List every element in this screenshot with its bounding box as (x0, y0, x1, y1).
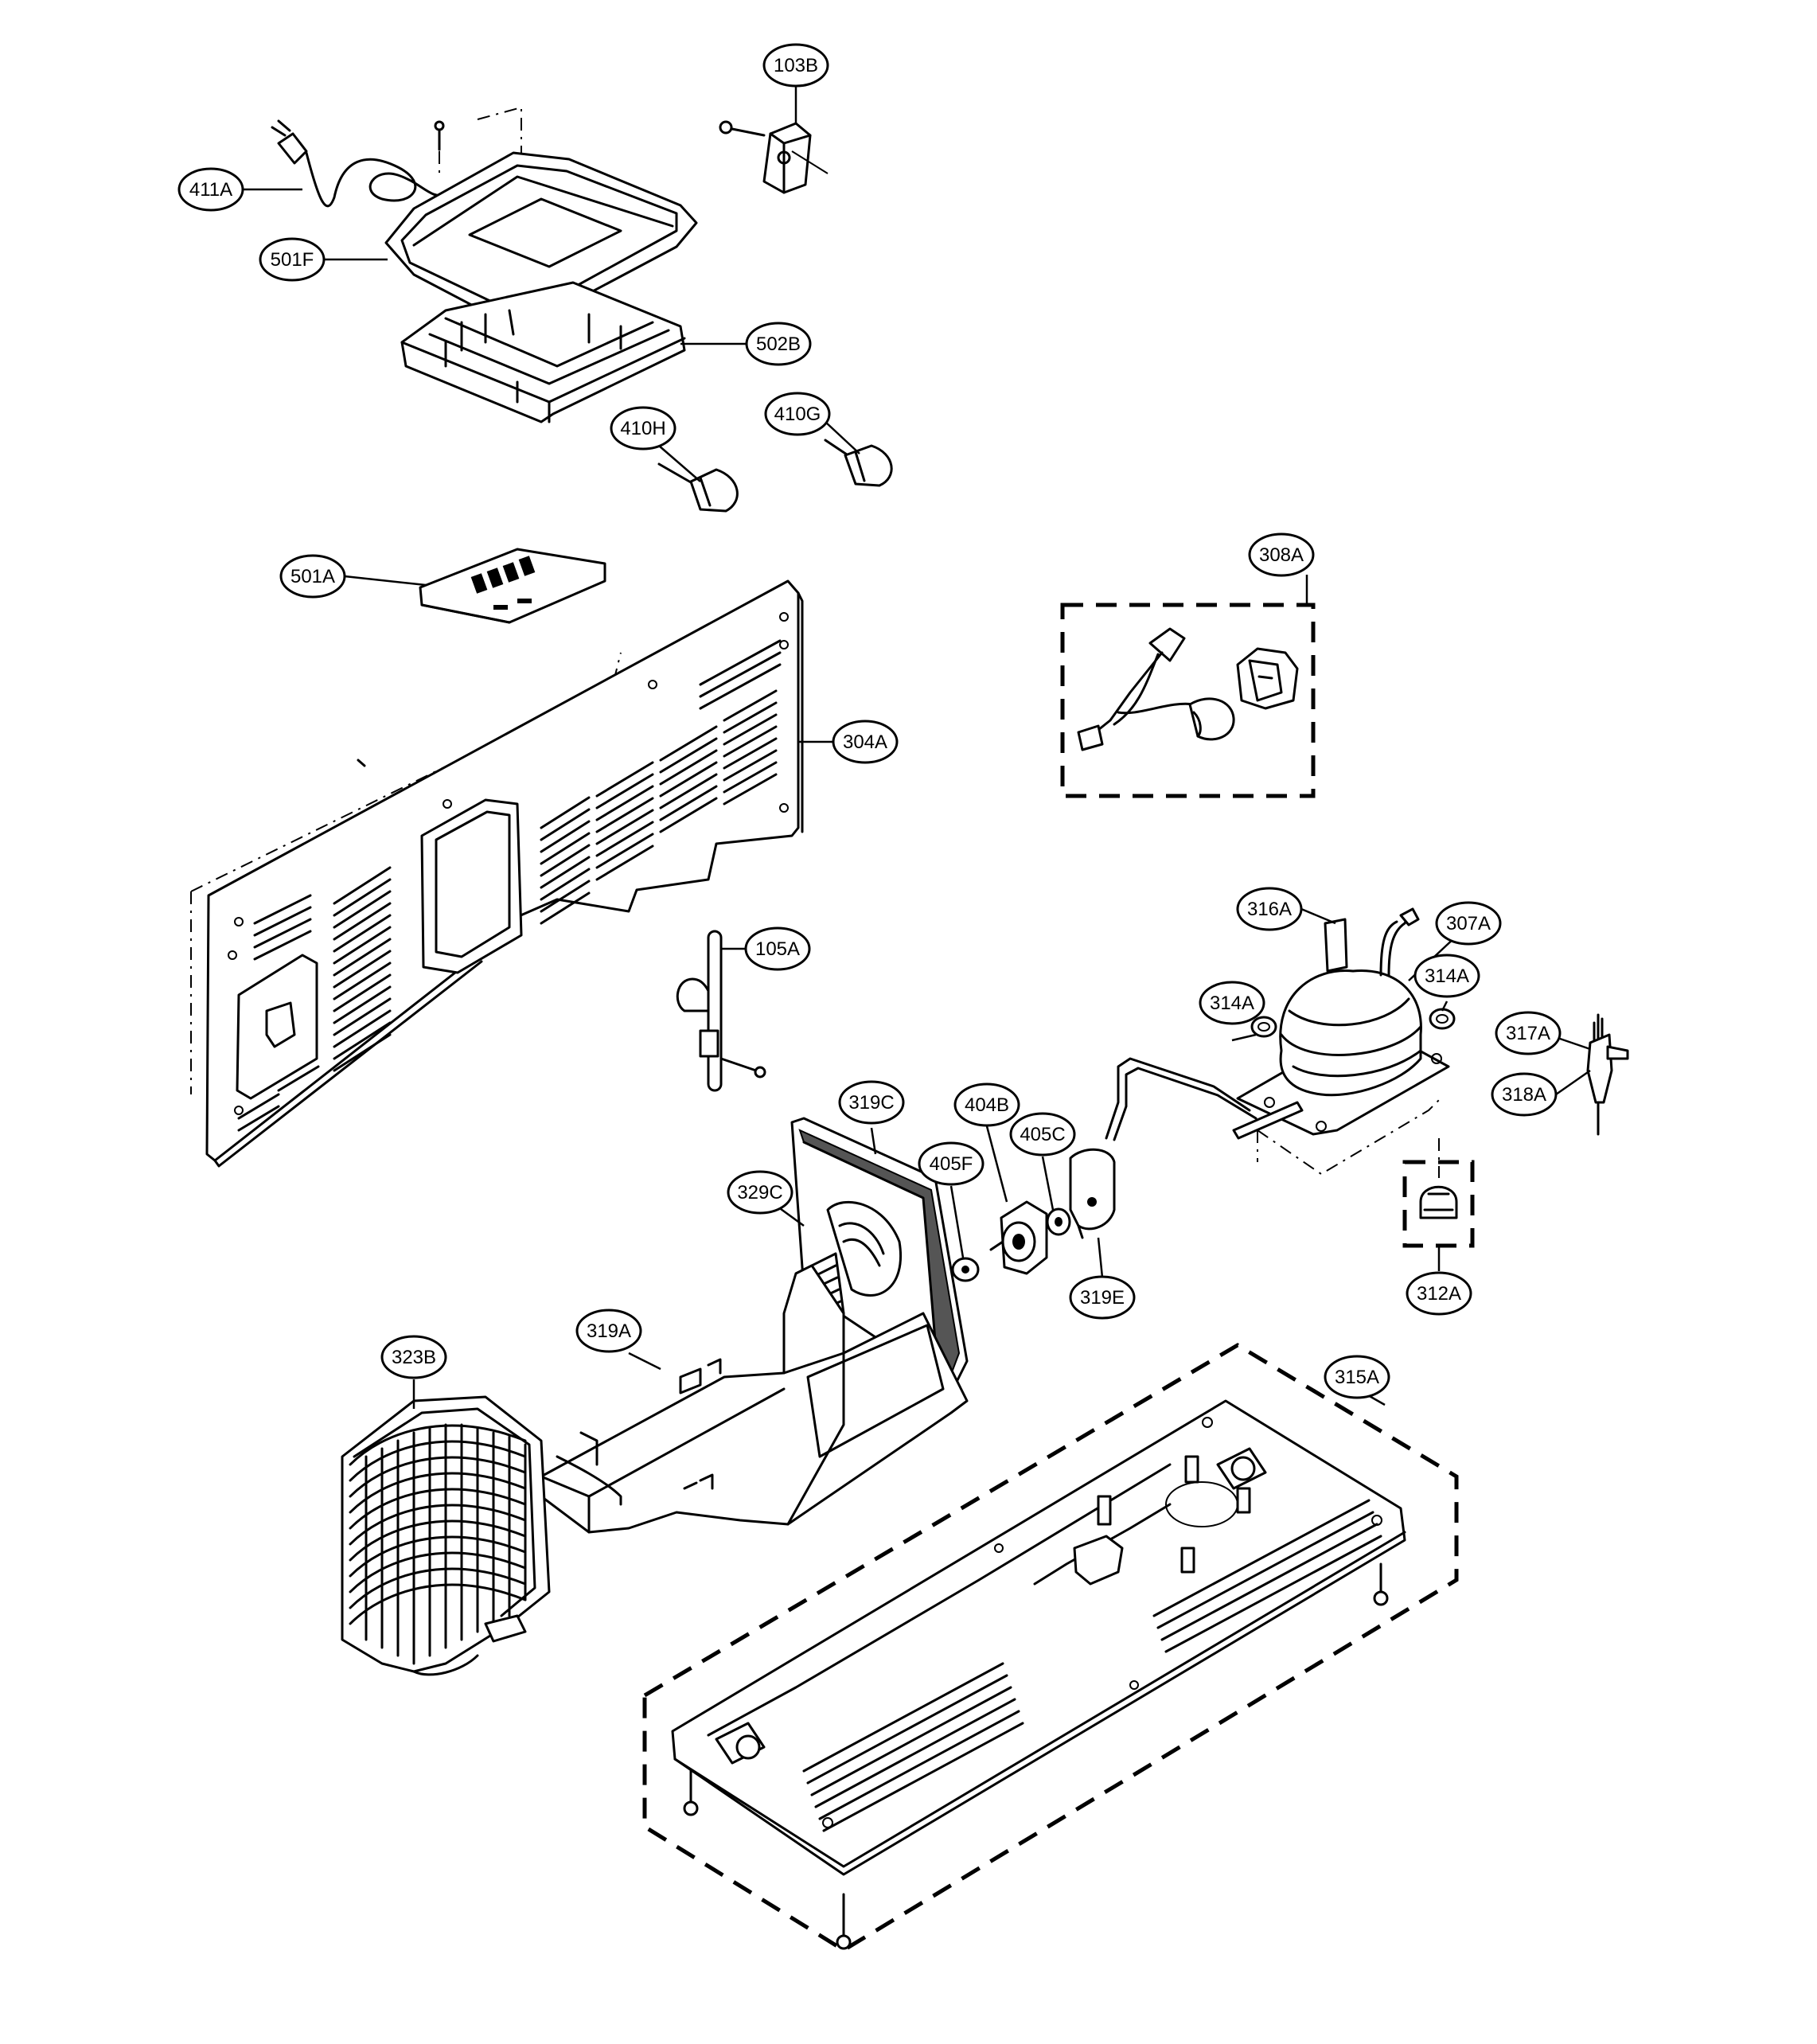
vent-slots (237, 639, 782, 1132)
pipe-105a (676, 930, 766, 1092)
washer-405f (951, 1257, 980, 1282)
screw-top (434, 120, 445, 151)
label-103b: 103B (762, 43, 829, 88)
label-405c: 405C (1009, 1112, 1076, 1157)
svg-text:410H: 410H (620, 418, 665, 439)
svg-text:316A: 316A (1247, 899, 1292, 920)
bottom-vents (802, 1499, 1382, 1832)
label-314a-right: 314A (1413, 954, 1480, 998)
washer-405c (1046, 1207, 1071, 1236)
label-314a-left: 314A (1199, 981, 1265, 1025)
coil-fins (349, 1423, 527, 1665)
label-501f: 501F (259, 237, 326, 282)
label-319c: 319C (838, 1080, 905, 1125)
motor-404b (989, 1200, 1048, 1275)
svg-text:315A: 315A (1335, 1367, 1379, 1388)
svg-text:304A: 304A (843, 731, 887, 753)
svg-text:312A: 312A (1417, 1283, 1461, 1305)
condenser-coil-323b (341, 1395, 551, 1676)
fan-bracket-319e (1069, 1148, 1116, 1239)
label-315a: 315A (1324, 1355, 1390, 1399)
label-105a: 105A (744, 926, 811, 971)
label-304a: 304A (832, 720, 899, 764)
label-502b: 502B (745, 322, 812, 366)
relay-kit-308a (1060, 603, 1316, 798)
svg-text:308A: 308A (1259, 544, 1304, 566)
pcb-501a (419, 548, 606, 624)
label-318a: 318A (1491, 1072, 1558, 1117)
svg-text:404B: 404B (965, 1094, 1009, 1116)
svg-text:314A: 314A (1425, 965, 1469, 987)
svg-text:319E: 319E (1080, 1287, 1125, 1309)
svg-text:323B: 323B (392, 1347, 436, 1368)
svg-text:502B: 502B (756, 334, 801, 355)
label-308a: 308A (1248, 532, 1315, 577)
svg-text:318A: 318A (1502, 1084, 1546, 1106)
label-405f: 405F (918, 1141, 985, 1186)
label-404b: 404B (953, 1082, 1020, 1127)
label-323b: 323B (380, 1335, 447, 1379)
sensor-317a-318a (1586, 1013, 1629, 1136)
svg-text:405F: 405F (930, 1153, 973, 1175)
bulb-410g (824, 439, 893, 487)
label-410g: 410G (764, 392, 831, 436)
grommet-312a (1402, 1138, 1475, 1248)
base-502b (400, 281, 686, 423)
svg-text:319A: 319A (587, 1320, 631, 1342)
svg-text:317A: 317A (1506, 1023, 1550, 1044)
label-317a: 317A (1495, 1011, 1562, 1055)
svg-text:319C: 319C (848, 1092, 894, 1114)
label-319a: 319A (575, 1309, 642, 1353)
svg-text:411A: 411A (189, 179, 232, 201)
svg-text:405C: 405C (1020, 1124, 1065, 1145)
label-411a: 411A (177, 167, 244, 212)
bottom-plate-315a (642, 1343, 1459, 1952)
label-316a: 316A (1236, 887, 1303, 931)
base-duct-319a (540, 1264, 969, 1534)
label-410h: 410H (610, 406, 677, 451)
bracket-103b (719, 120, 829, 194)
svg-text:501F: 501F (271, 249, 314, 271)
svg-text:329C: 329C (737, 1182, 782, 1203)
svg-text:105A: 105A (755, 938, 800, 960)
svg-text:314A: 314A (1210, 993, 1254, 1014)
label-501a: 501A (279, 554, 346, 599)
svg-text:103B: 103B (774, 55, 818, 76)
svg-text:501A: 501A (290, 566, 335, 587)
svg-text:410G: 410G (774, 404, 821, 425)
compressor-307a (1105, 907, 1456, 1176)
bulb-410h (657, 462, 739, 513)
label-329c: 329C (727, 1170, 793, 1215)
label-307a: 307A (1435, 901, 1502, 946)
label-312a: 312A (1406, 1271, 1472, 1316)
label-319e: 319E (1069, 1275, 1136, 1320)
back-panel-304a (190, 579, 804, 1168)
svg-text:307A: 307A (1446, 913, 1491, 934)
